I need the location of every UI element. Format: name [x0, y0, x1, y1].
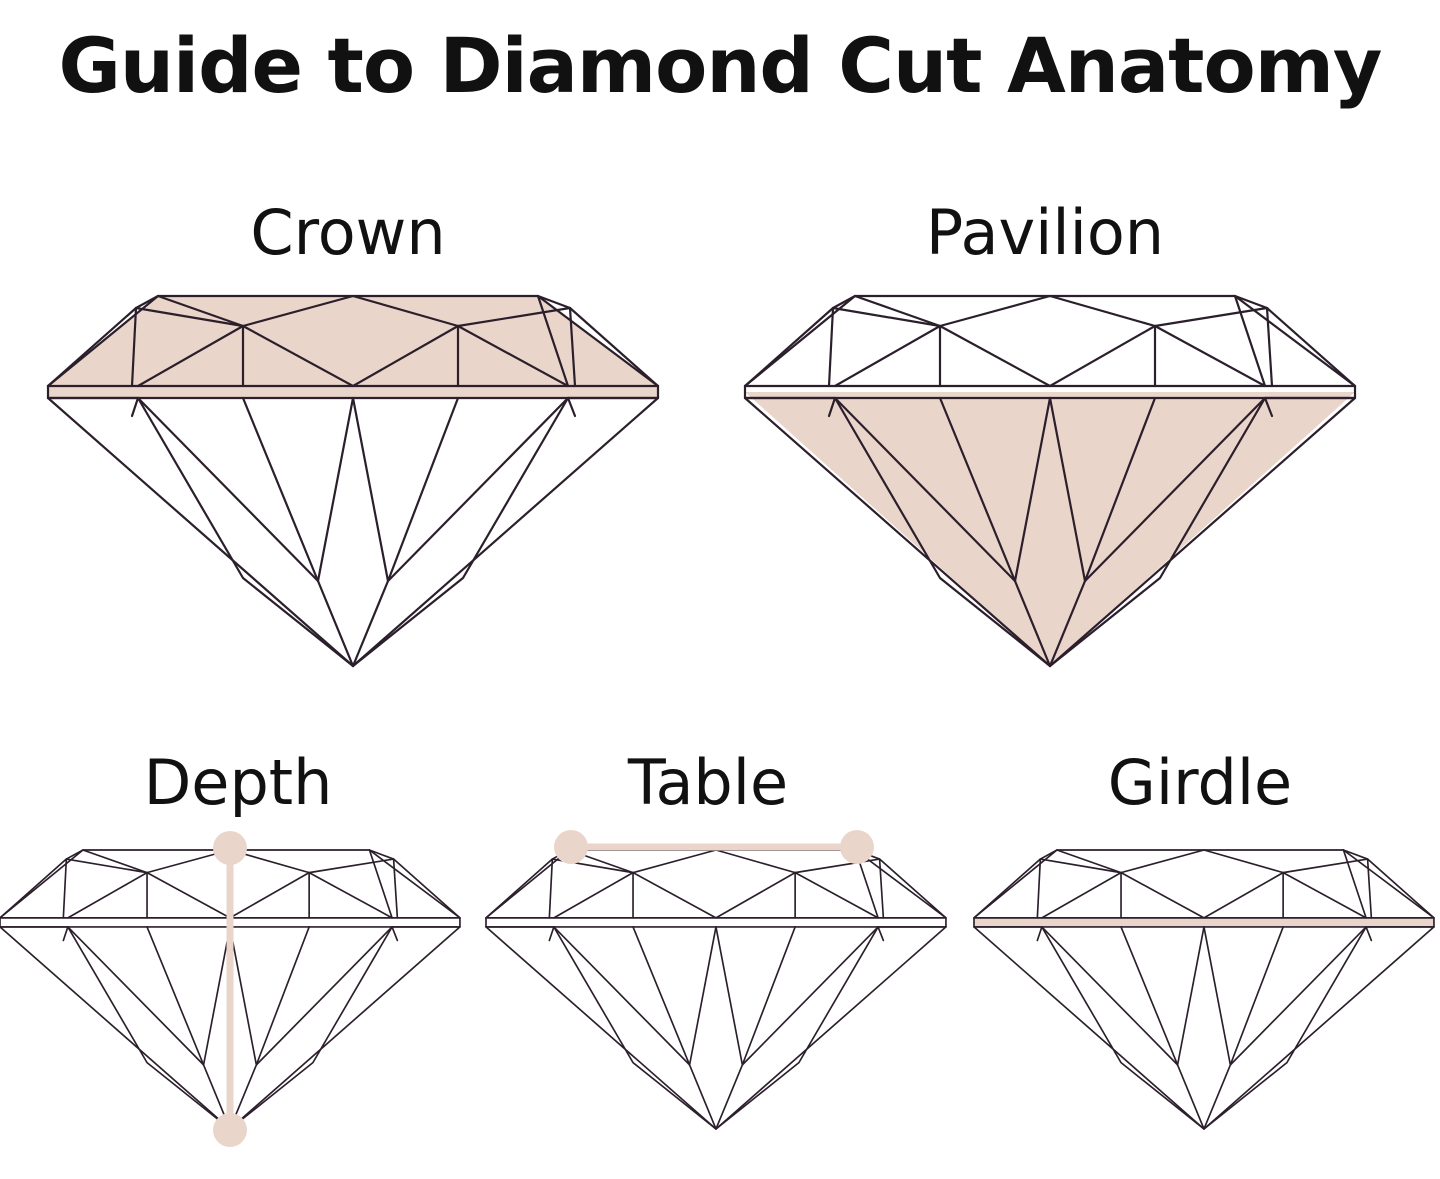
crown-highlight: [48, 296, 658, 398]
depth-label: Depth: [143, 746, 333, 819]
pavilion-diagram: [743, 294, 1357, 668]
pavilion-label: Pavilion: [925, 196, 1165, 269]
crown-label: Crown: [250, 196, 446, 269]
page-title: Guide to Diamond Cut Anatomy: [58, 21, 1383, 110]
pavilion-highlight: [745, 392, 1355, 666]
table-label: Table: [627, 746, 789, 819]
table-right-marker: [840, 830, 874, 864]
girdle-label: Girdle: [1107, 746, 1293, 819]
table-diagram: [485, 849, 947, 1130]
table-indicator: [554, 830, 874, 864]
table-left-marker: [554, 830, 588, 864]
girdle-highlight: [974, 917, 1434, 927]
girdle-diagram: [973, 849, 1435, 1130]
crown-diagram: [46, 294, 660, 668]
depth-bottom-marker: [213, 1113, 247, 1147]
depth-indicator: [213, 831, 247, 1147]
depth-top-marker: [213, 831, 247, 865]
